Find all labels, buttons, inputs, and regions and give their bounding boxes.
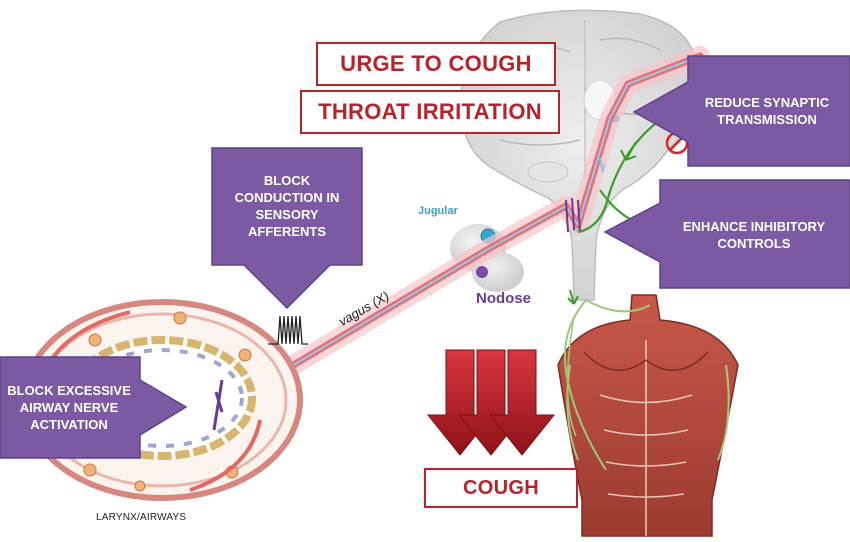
- throat-irritation-box: THROAT IRRITATION: [300, 90, 560, 134]
- enhance-inhibitory-label: ENHANCE INHIBITORY CONTROLS: [682, 219, 826, 251]
- block-excessive-arrow: [0, 356, 188, 459]
- torso-muscles-illustration: [557, 294, 739, 537]
- nodose-label: Nodose: [476, 290, 532, 307]
- block-conduction-label: BLOCK CONDUCTION IN SENSORY AFFERENTS: [234, 173, 340, 239]
- reduce-synaptic-label: REDUCE SYNAPTIC TRANSMISSION: [704, 95, 830, 127]
- reduce-synaptic-arrow: [632, 55, 850, 167]
- vagus-nerve-path: [208, 46, 710, 420]
- urge-to-cough-box: URGE TO COUGH: [316, 42, 556, 86]
- larynx-airways-label: LARYNX/AIRWAYS: [96, 512, 187, 523]
- spike-train-icon: [268, 315, 308, 345]
- jugular-label: Jugular: [418, 205, 458, 217]
- cough-box: COUGH: [424, 468, 578, 508]
- enhance-inhibitory-arrow: [603, 179, 850, 289]
- block-conduction-arrow: [211, 147, 363, 310]
- motor-nerve-fibers: [563, 299, 651, 471]
- block-excessive-label: BLOCK EXCESSIVE AIRWAY NERVE ACTIVATION: [7, 382, 131, 432]
- cough-arrows: [426, 349, 556, 456]
